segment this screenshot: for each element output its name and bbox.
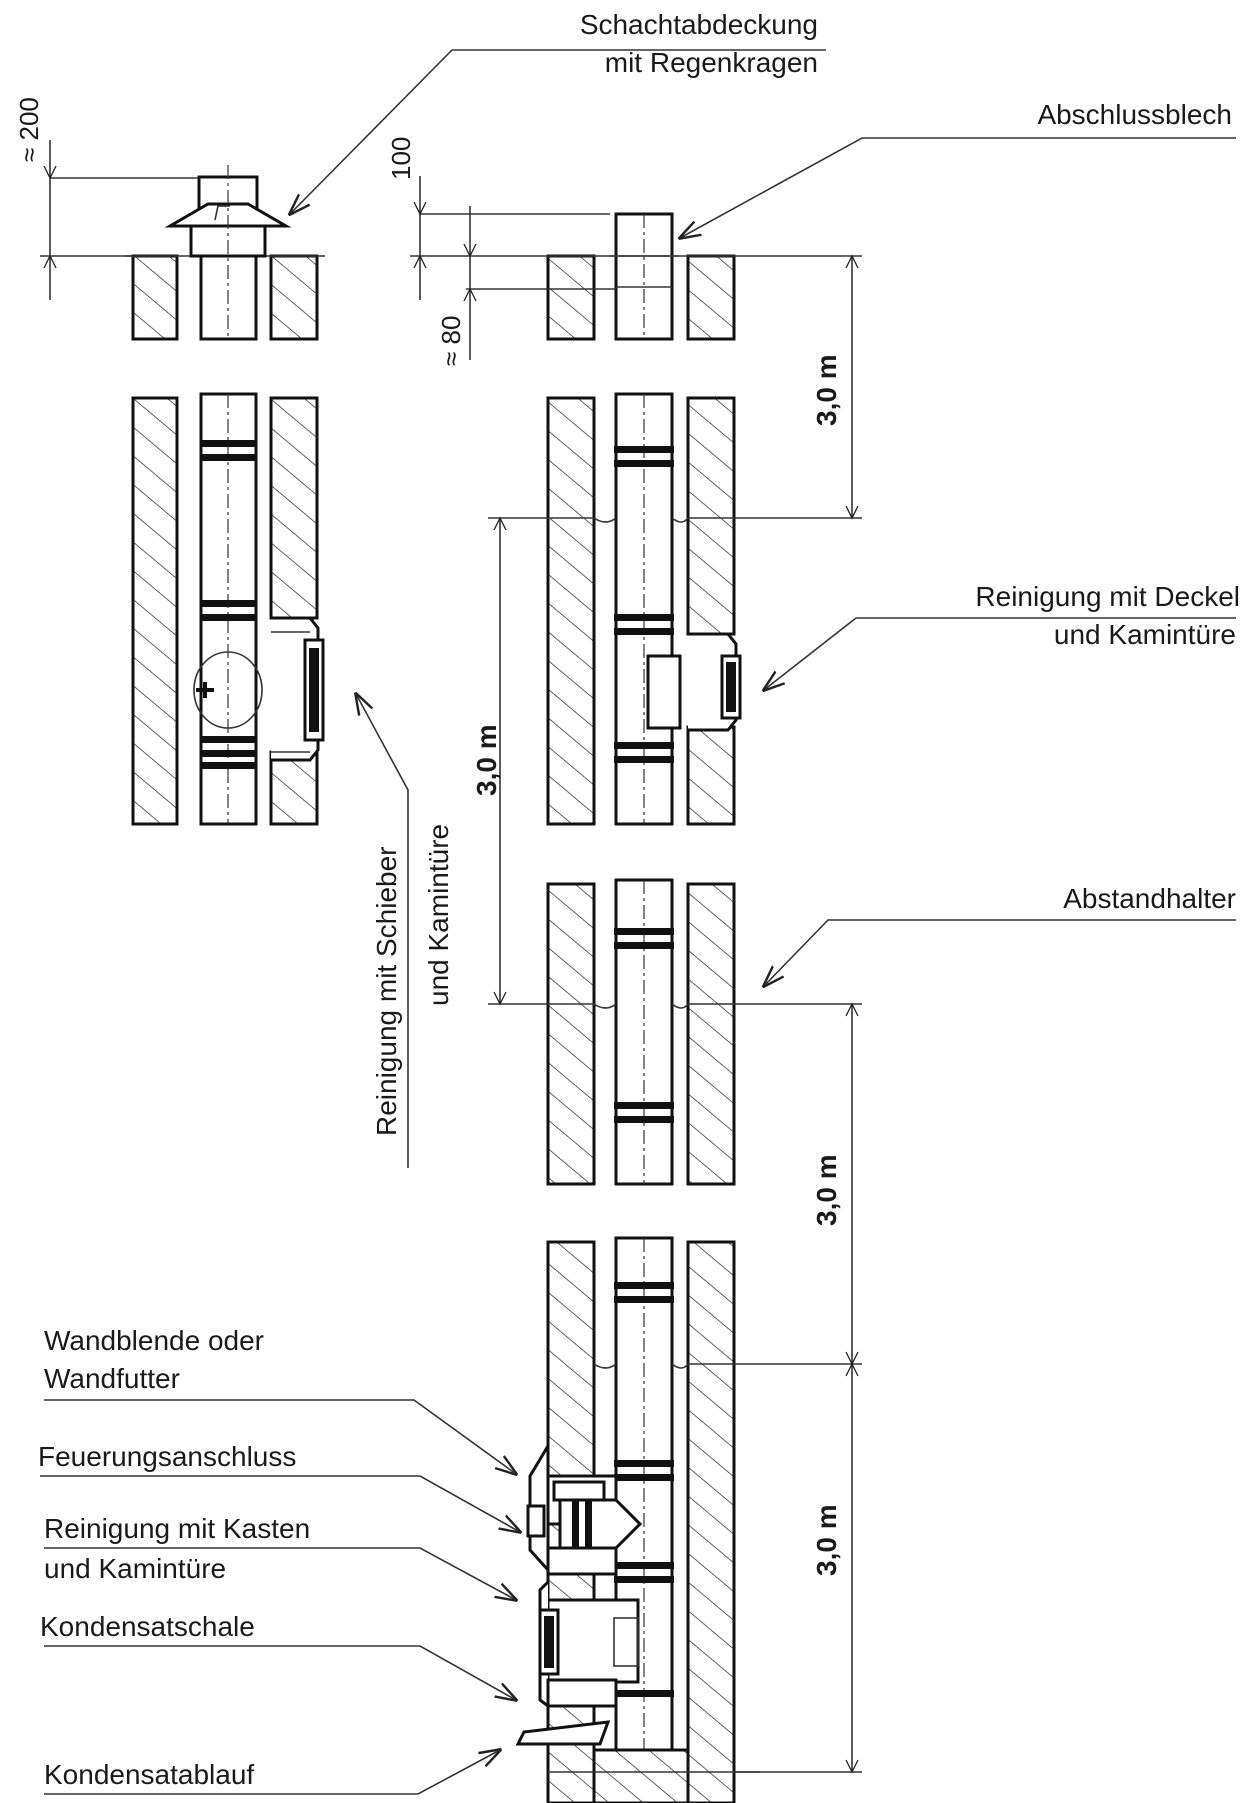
slider-valve-icon: [193, 651, 263, 729]
dim-spacing-bottom: 3,0 m: [811, 1504, 842, 1576]
label-kondensatablauf: Kondensatablauf: [44, 1759, 254, 1790]
label-kondensatschale: Kondensatschale: [40, 1611, 255, 1642]
cleanout-lid-icon: [646, 654, 682, 730]
left-chimney-column: [40, 140, 325, 826]
flue-connection-icon: [558, 1498, 643, 1550]
label-reinigung-schieber-2: und Kamintüre: [423, 824, 454, 1006]
right-chimney-column: [410, 176, 760, 1803]
label-schachtabdeckung-1: Schachtabdeckung: [580, 9, 818, 40]
label-reinigung-kasten-1: Reinigung mit Kasten: [44, 1513, 310, 1544]
left-wall-mid-b: [269, 396, 319, 620]
label-schachtabdeckung-2: mit Regenkragen: [605, 47, 818, 78]
left-wall-top-b: [269, 254, 319, 341]
dim-100: 100: [386, 137, 416, 180]
label-abschlussblech: Abschlussblech: [1037, 99, 1232, 130]
label-feuerungsanschluss: Feuerungsanschluss: [38, 1441, 296, 1472]
condensate-tray-icon: [515, 1720, 611, 1746]
left-wall-top-a: [131, 254, 179, 341]
label-wandblende-2: Wandfutter: [44, 1363, 180, 1394]
label-reinigung-deckel-2: und Kamintüre: [1054, 619, 1236, 650]
label-reinigung-schieber-1: Reinigung mit Schieber: [371, 847, 402, 1137]
cleanout-box-icon: [546, 1598, 640, 1684]
spacing-dimensions: [488, 254, 862, 1774]
dim-spacing-middle: 3,0 m: [471, 724, 502, 796]
dim-spacing-lower: 3,0 m: [811, 1154, 842, 1226]
dim-approx-80: ≈ 80: [436, 316, 466, 366]
label-wandblende-1: Wandblende oder: [44, 1325, 264, 1356]
leader-lines: [40, 49, 1236, 1795]
label-abstandhalter: Abstandhalter: [1063, 883, 1236, 914]
dim-approx-200: ≈ 200: [14, 97, 44, 162]
dim-spacing-top: 3,0 m: [811, 354, 842, 426]
left-wall-mid-a: [131, 396, 179, 826]
label-reinigung-kasten-2: und Kamintüre: [44, 1553, 226, 1584]
label-reinigung-deckel-1: Reinigung mit Deckel: [975, 581, 1240, 612]
